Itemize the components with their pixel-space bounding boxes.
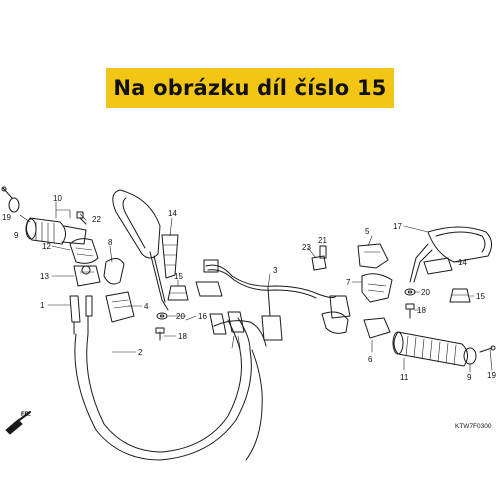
- washer-left: [156, 312, 168, 320]
- washer-right: [404, 288, 416, 296]
- part-label: 23: [302, 243, 311, 252]
- title-banner: Na obrázku díl číslo 15: [106, 68, 394, 108]
- part-label: 15: [476, 292, 485, 301]
- part-label: 9: [467, 373, 472, 382]
- part-label: 12: [42, 242, 51, 251]
- part-label: 19: [2, 213, 11, 222]
- switch-housing: [105, 291, 135, 323]
- part-label: 8: [108, 238, 113, 247]
- switch-right: [361, 273, 393, 303]
- part-label: 1: [40, 301, 45, 310]
- part-label: 10: [53, 194, 62, 203]
- leader-lines: [19, 201, 493, 373]
- switch-right-upper: [357, 243, 389, 269]
- part-label: 15: [174, 272, 183, 281]
- part-label: 3: [273, 266, 278, 275]
- drawing-code: KTW7F0300: [455, 423, 492, 430]
- part-label: 7: [346, 278, 351, 287]
- part-label: 9: [14, 231, 19, 240]
- throttle-cables: [74, 317, 267, 461]
- part-label: 20: [421, 288, 430, 297]
- bar-end-left: [8, 197, 20, 213]
- right-grip: [392, 331, 468, 367]
- right-mirror: [409, 226, 492, 283]
- direction-arrow: [5, 410, 32, 435]
- part-label: 18: [178, 332, 187, 341]
- title-banner-text: Na obrázku díl číslo 15: [113, 76, 387, 100]
- part-label: 13: [40, 272, 49, 281]
- part-label: 22: [92, 215, 101, 224]
- left-mirror: [112, 189, 169, 311]
- part-label: 20: [176, 312, 185, 321]
- part-label: 21: [318, 236, 327, 245]
- part-label: 18: [417, 306, 426, 315]
- part-label: 4: [144, 302, 149, 311]
- grommet-right: [449, 288, 471, 303]
- part-label: 11: [400, 373, 409, 382]
- part-label: 5: [365, 227, 370, 236]
- part-number-labels: 19 9 10 22 12 8 14 13 15 1 20 16 4 18 2 …: [2, 194, 496, 382]
- switch-right-lower: [363, 317, 391, 339]
- wire-harness: [195, 259, 351, 341]
- part-label: 19: [487, 371, 496, 380]
- screw-left: [2, 187, 13, 199]
- direction-label: FR.: [21, 412, 31, 418]
- part-label: 14: [168, 209, 177, 218]
- part-label: 17: [393, 222, 402, 231]
- bar-end-right: [463, 347, 477, 365]
- switch-left: [103, 258, 125, 285]
- part-label: 14: [458, 258, 467, 267]
- mirror-boot-right: [423, 257, 453, 275]
- cable-fitting: [69, 295, 81, 323]
- part-label: 6: [368, 355, 373, 364]
- screw-right: [479, 347, 493, 353]
- grommet-left: [167, 285, 189, 301]
- part-label: 2: [138, 348, 143, 357]
- lever-clamp: [73, 265, 101, 287]
- part-label: 16: [198, 312, 207, 321]
- left-grip: [25, 217, 87, 245]
- mirror-boot-left: [161, 234, 179, 279]
